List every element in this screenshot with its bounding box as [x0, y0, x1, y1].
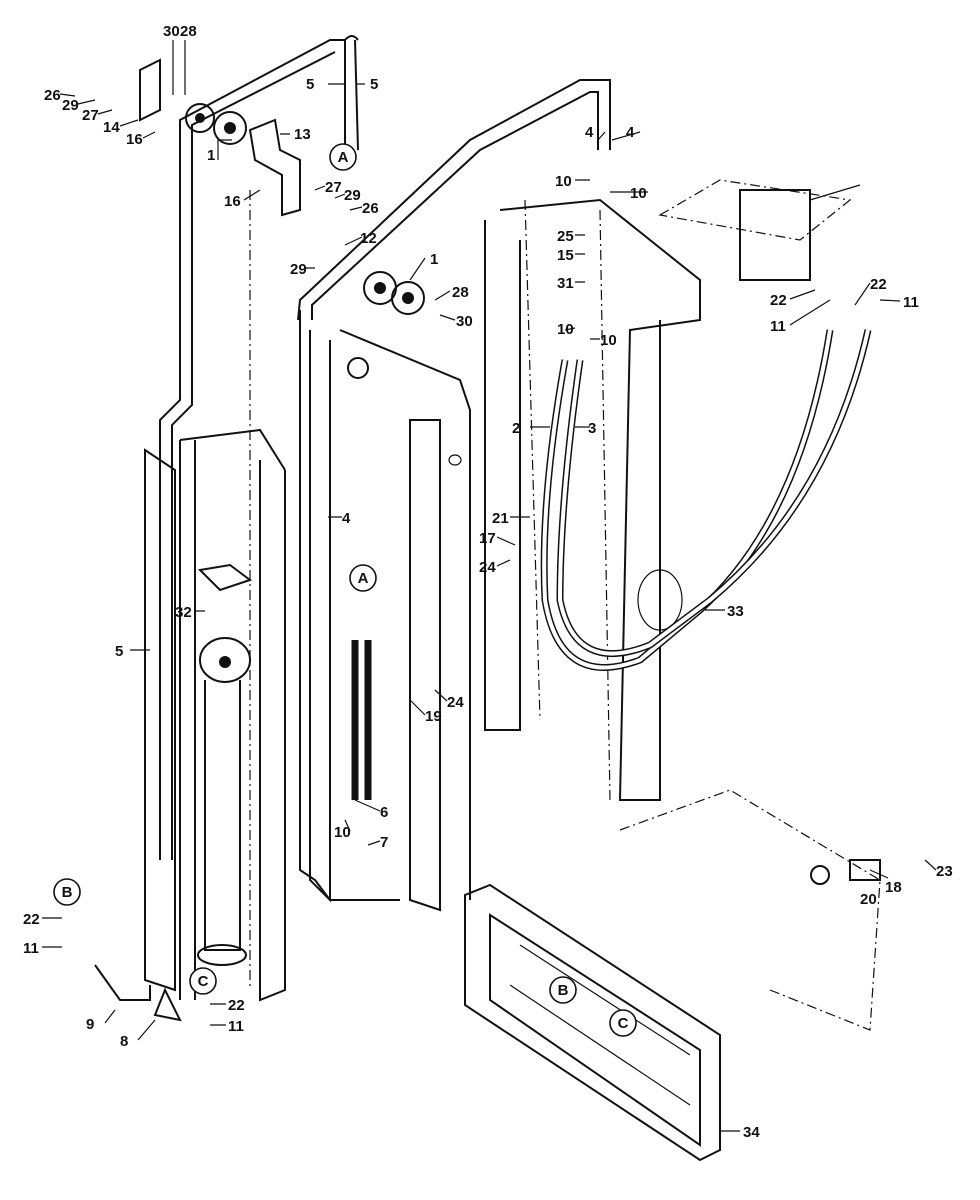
part-label-22: 22: [870, 276, 887, 293]
part-label-22: 22: [770, 292, 787, 309]
reference-letter: B: [558, 982, 569, 999]
inner-frame: [448, 198, 701, 801]
part-label-34: 34: [743, 1124, 760, 1141]
reference-letter: A: [338, 149, 349, 166]
part-label-10: 10: [555, 173, 572, 190]
part-label-14: 14: [103, 119, 120, 136]
part-label-31: 31: [557, 275, 574, 292]
part-label-17: 17: [479, 530, 496, 547]
outer-mast-left: [144, 190, 286, 1002]
leader-lines: [42, 40, 937, 1132]
part-label-20: 20: [860, 891, 877, 908]
part-label-4: 4: [626, 124, 635, 141]
part-label-16: 16: [126, 131, 143, 148]
part-label-23: 23: [936, 863, 953, 880]
reference-circle-A: A: [349, 564, 377, 592]
part-label-30: 30: [456, 313, 473, 330]
reference-letter: C: [198, 973, 209, 990]
part-label-30: 30: [163, 23, 180, 40]
part-label-29: 29: [344, 187, 361, 204]
part-label-6: 6: [380, 804, 388, 821]
reference-circle-B: B: [53, 878, 81, 906]
brackets: [139, 58, 301, 592]
reference-circle-C: C: [189, 967, 217, 995]
reference-circle-A: A: [329, 143, 357, 171]
pulleys: [185, 103, 425, 379]
part-label-1: 1: [430, 251, 438, 268]
part-label-15: 15: [557, 247, 574, 264]
reference-circle-C: C: [609, 1009, 637, 1037]
pipe-5: [159, 35, 359, 860]
part-label-32: 32: [175, 604, 192, 621]
part-label-24: 24: [479, 559, 496, 576]
part-label-5: 5: [115, 643, 123, 660]
part-label-11: 11: [770, 318, 786, 335]
part-label-10: 10: [334, 824, 351, 841]
part-label-26: 26: [44, 87, 61, 104]
reference-letter: C: [618, 1015, 629, 1032]
part-label-16: 16: [224, 193, 241, 210]
part-label-7: 7: [380, 834, 388, 851]
part-label-24: 24: [447, 694, 464, 711]
part-label-11: 11: [23, 940, 39, 957]
pipe-9: [94, 964, 182, 1022]
part-label-13: 13: [294, 126, 311, 143]
control-valve: [658, 179, 861, 281]
part-label-27: 27: [325, 179, 342, 196]
reference-letter: B: [62, 884, 73, 901]
part-label-9: 9: [86, 1016, 94, 1033]
part-label-33: 33: [727, 603, 744, 620]
reference-letter: A: [358, 570, 369, 587]
part-label-28: 28: [180, 23, 197, 40]
part-label-27: 27: [82, 107, 99, 124]
part-label-26: 26: [362, 200, 379, 217]
part-label-10: 10: [557, 321, 574, 338]
reference-circles: A A B C B C: [53, 143, 637, 1037]
part-label-29: 29: [290, 261, 307, 278]
part-label-5: 5: [306, 76, 314, 93]
part-label-25: 25: [557, 228, 574, 245]
part-label-10: 10: [630, 185, 647, 202]
part-label-1: 1: [207, 147, 215, 164]
part-label-2: 2: [512, 420, 520, 437]
part-label-11: 11: [228, 1018, 244, 1035]
part-label-19: 19: [425, 708, 442, 725]
part-label-29: 29: [62, 97, 79, 114]
part-label-28: 28: [452, 284, 469, 301]
fork-carriage: [464, 789, 881, 1162]
hoses: [351, 329, 872, 800]
part-label-21: 21: [492, 510, 509, 527]
part-label-18: 18: [885, 879, 902, 896]
lift-cylinder: [197, 637, 251, 966]
part-label-8: 8: [120, 1033, 128, 1050]
part-label-3: 3: [588, 420, 596, 437]
part-label-10: 10: [600, 332, 617, 349]
center-mast: [297, 79, 611, 912]
part-label-4: 4: [585, 124, 594, 141]
reference-circle-B: B: [549, 976, 577, 1004]
part-label-12: 12: [360, 230, 377, 247]
part-label-22: 22: [23, 911, 40, 928]
part-label-4: 4: [342, 510, 351, 527]
part-label-5: 5: [370, 76, 378, 93]
part-label-22: 22: [228, 997, 245, 1014]
part-label-11: 11: [903, 294, 919, 311]
